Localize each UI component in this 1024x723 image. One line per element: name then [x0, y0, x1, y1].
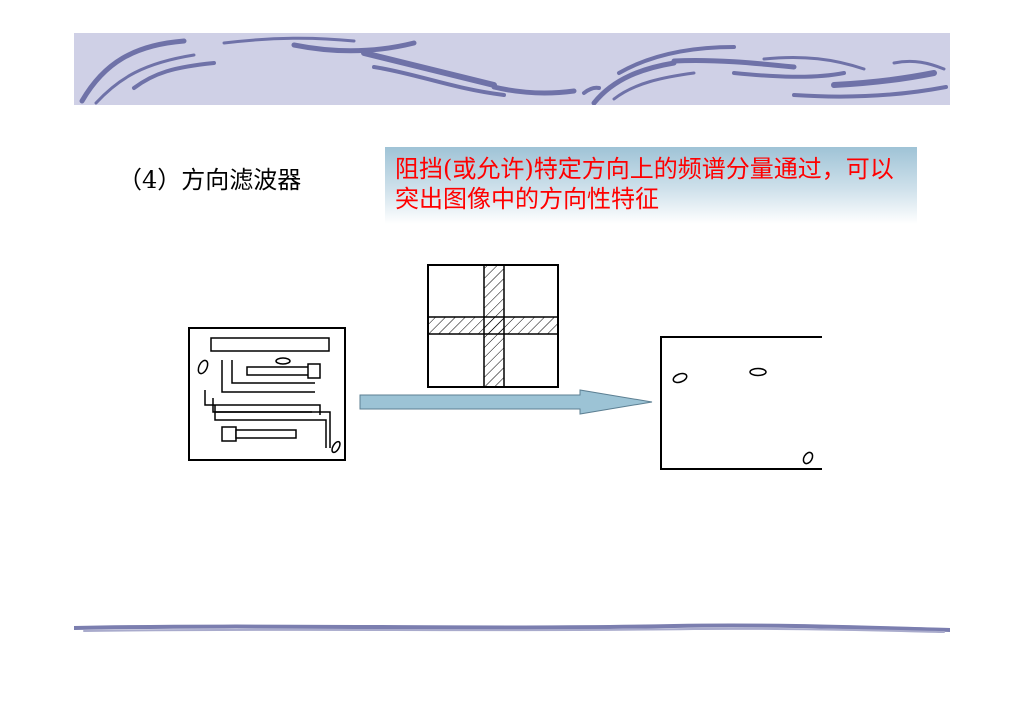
page-title: （4）方向滤波器 [118, 166, 302, 194]
process-arrow [359, 389, 653, 415]
input-image [188, 327, 346, 461]
callout-text: 阻挡(或允许)特定方向上的频谱分量通过，可以突出图像中的方向性特征 [395, 155, 894, 213]
wave-decoration [79, 36, 948, 105]
header-banner [74, 33, 950, 105]
cross-filter-mask [427, 264, 559, 388]
output-image [660, 336, 822, 470]
footer-divider [74, 623, 950, 633]
callout-box: 阻挡(或允许)特定方向上的频谱分量通过，可以突出图像中的方向性特征 [385, 147, 917, 224]
